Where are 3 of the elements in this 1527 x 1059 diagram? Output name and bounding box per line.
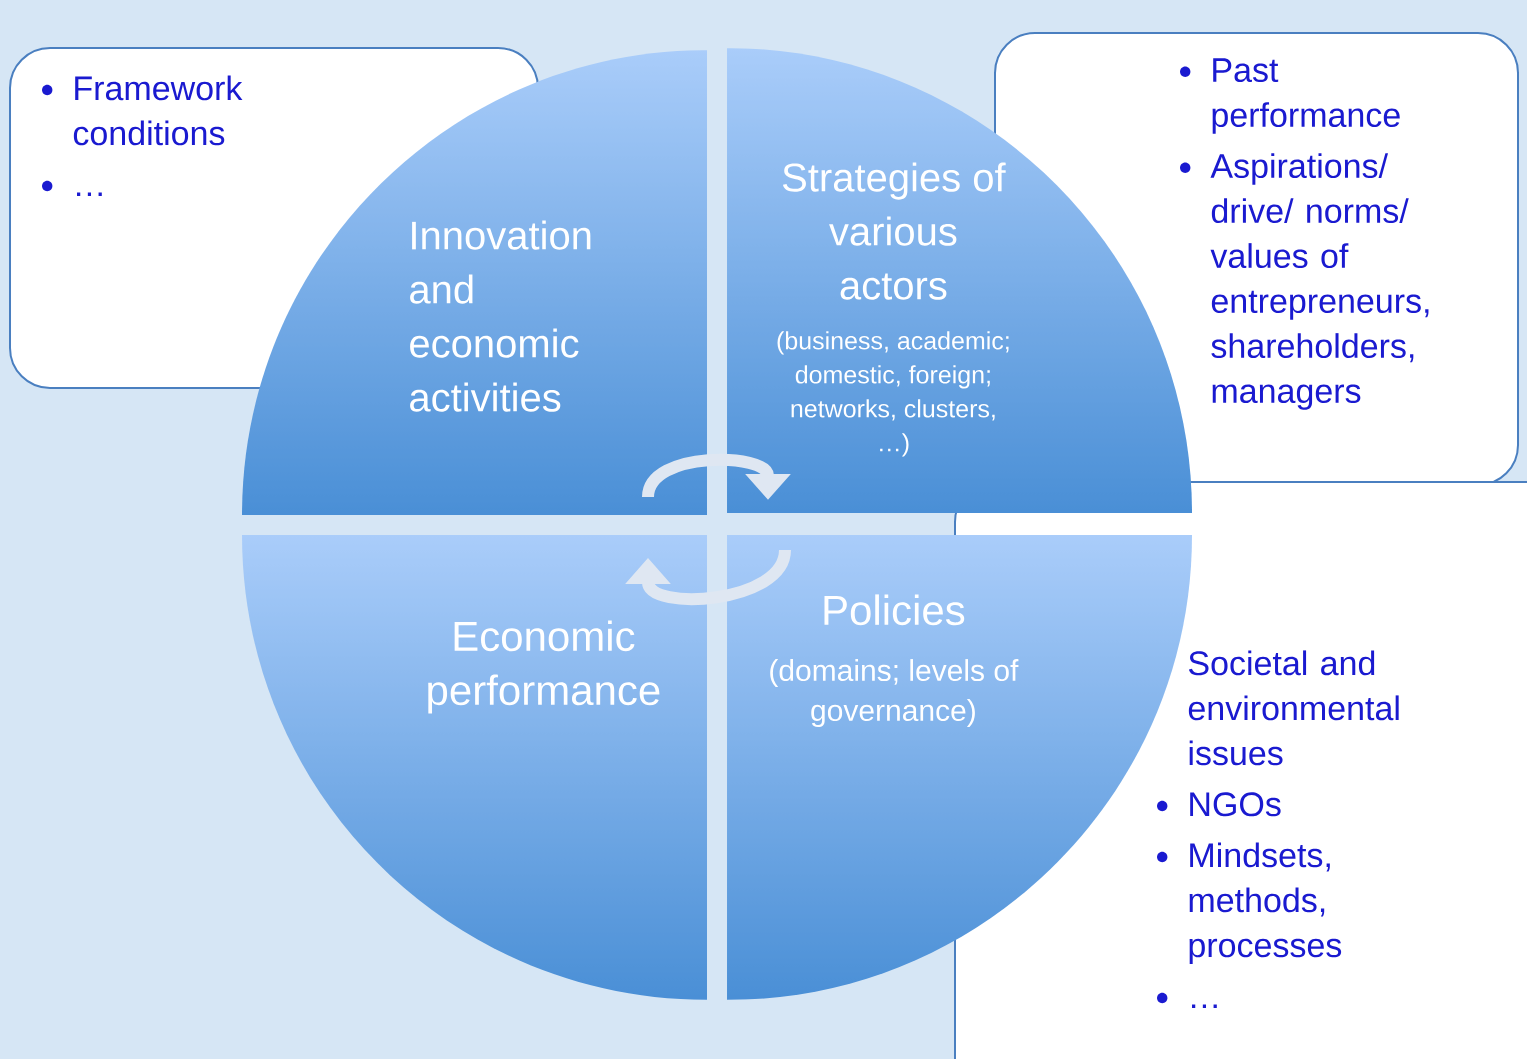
node-label: Aspirations/ drive/ norms/ values of entrepreneurs, shareholders, managers bbox=[1210, 153, 1429, 410]
node-label: Past performance bbox=[1212, 58, 1400, 134]
quadrant: Economic performance bbox=[428, 620, 660, 714]
